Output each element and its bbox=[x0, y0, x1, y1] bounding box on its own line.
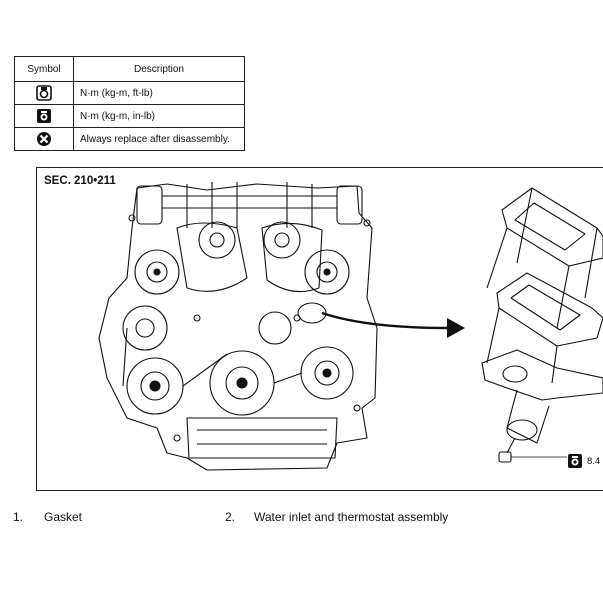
description-column-header: Description bbox=[73, 56, 245, 82]
legend-row: N·m (kg-m, ft-lb) bbox=[14, 81, 245, 105]
symbol-column-header: Symbol bbox=[14, 56, 74, 82]
legend-description: N·m (kg-m, in-lb) bbox=[73, 104, 245, 128]
engine-block-drawing bbox=[98, 182, 378, 471]
pointer-arrow bbox=[321, 311, 465, 338]
legend-header-row: Symbol Description bbox=[14, 56, 245, 82]
torque-wrench-filled-icon bbox=[37, 109, 51, 123]
caption-gasket: Gasket bbox=[44, 510, 83, 524]
legend-row: Always replace after disassembly. bbox=[14, 127, 245, 151]
gasket-and-thermostat-drawing bbox=[481, 187, 603, 463]
legend-description: Always replace after disassembly. bbox=[73, 127, 245, 151]
symbol-legend-table: Symbol Description N·m (kg-m, ft-lb) N·m… bbox=[14, 56, 245, 151]
torque-wrench-filled-icon bbox=[568, 454, 582, 468]
caption-number: 1. bbox=[13, 510, 24, 524]
caption-water-inlet-thermostat: Water inlet and thermostat assembly bbox=[254, 510, 449, 524]
engine-diagram-frame bbox=[36, 167, 603, 491]
replace-part-icon bbox=[37, 132, 51, 146]
torque-wrench-icon bbox=[36, 85, 52, 101]
legend-row: N·m (kg-m, in-lb) bbox=[14, 104, 245, 128]
legend-description: N·m (kg-m, ft-lb) bbox=[73, 81, 245, 105]
torque-value-label: 8.4 bbox=[587, 456, 601, 467]
caption-number: 2. bbox=[225, 510, 236, 524]
engine-exploded-diagram bbox=[98, 182, 603, 471]
section-label: SEC. 210•211 bbox=[44, 175, 116, 187]
